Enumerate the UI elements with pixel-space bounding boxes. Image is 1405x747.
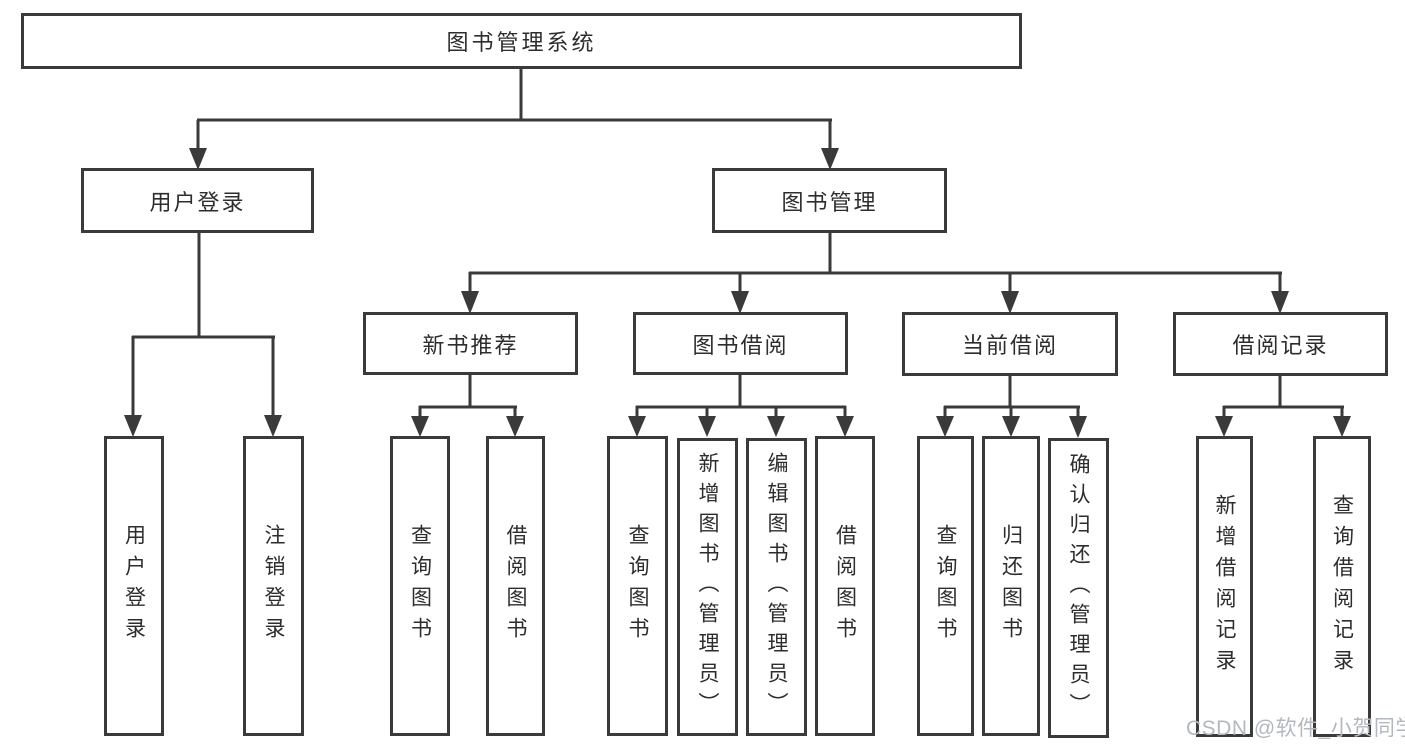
node-cb-query-books: 查询图书	[917, 436, 974, 736]
node-label: 归还图书	[999, 524, 1023, 648]
node-label: 借阅记录	[1232, 333, 1329, 358]
node-label: 新增借阅记录	[1213, 493, 1237, 680]
node-book-management: 图书管理	[712, 168, 947, 233]
node-current-borrowing: 当前借阅	[902, 312, 1118, 376]
node-label: 查询借阅记录	[1330, 493, 1354, 680]
node-br-add-borrow-record: 新增借阅记录	[1196, 436, 1253, 737]
node-label: 新增图书（管理员）	[696, 452, 720, 722]
node-bb-query-books: 查询图书	[607, 436, 668, 736]
node-label: 查询图书	[626, 524, 650, 648]
node-bb-edit-books-admin: 编辑图书（管理员）	[746, 438, 807, 736]
node-user-login: 用户登录	[81, 168, 314, 233]
node-label: 用户登录	[149, 189, 246, 215]
node-label: 图书管理系统	[446, 30, 597, 55]
node-borrowing-records: 借阅记录	[1173, 312, 1388, 376]
node-new-book-recommendation: 新书推荐	[363, 312, 578, 375]
node-nb-borrow-books: 借阅图书	[486, 436, 545, 736]
node-label: 图书借阅	[692, 332, 789, 358]
node-label: 用户登录	[122, 524, 146, 648]
watermark-csdn: CSDN @软件_小贺同学	[1186, 717, 1405, 740]
node-bb-add-books-admin: 新增图书（管理员）	[677, 438, 738, 736]
node-book-borrowing: 图书借阅	[633, 312, 848, 375]
node-label: 查询图书	[408, 524, 432, 648]
node-label: 借阅图书	[833, 524, 857, 648]
node-label: 查询图书	[934, 524, 958, 648]
node-ul-logout: 注销登录	[243, 436, 304, 736]
node-label: 当前借阅	[961, 333, 1058, 358]
node-ul-user-login: 用户登录	[104, 436, 164, 736]
node-cb-return-books: 归还图书	[982, 436, 1040, 736]
node-bb-borrow-books: 借阅图书	[815, 436, 875, 736]
node-library-management-system: 图书管理系统	[21, 13, 1022, 69]
node-nb-query-books: 查询图书	[390, 436, 450, 736]
node-br-query-borrow-record: 查询借阅记录	[1313, 436, 1371, 737]
node-label: 图书管理	[781, 189, 878, 215]
node-cb-confirm-return-admin: 确认归还（管理员）	[1048, 438, 1109, 738]
node-label: 新书推荐	[422, 332, 519, 358]
node-label: 注销登录	[262, 524, 286, 648]
node-label: 编辑图书（管理员）	[765, 452, 789, 722]
node-label: 确认归还（管理员）	[1067, 453, 1091, 723]
node-label: 借阅图书	[504, 524, 528, 648]
